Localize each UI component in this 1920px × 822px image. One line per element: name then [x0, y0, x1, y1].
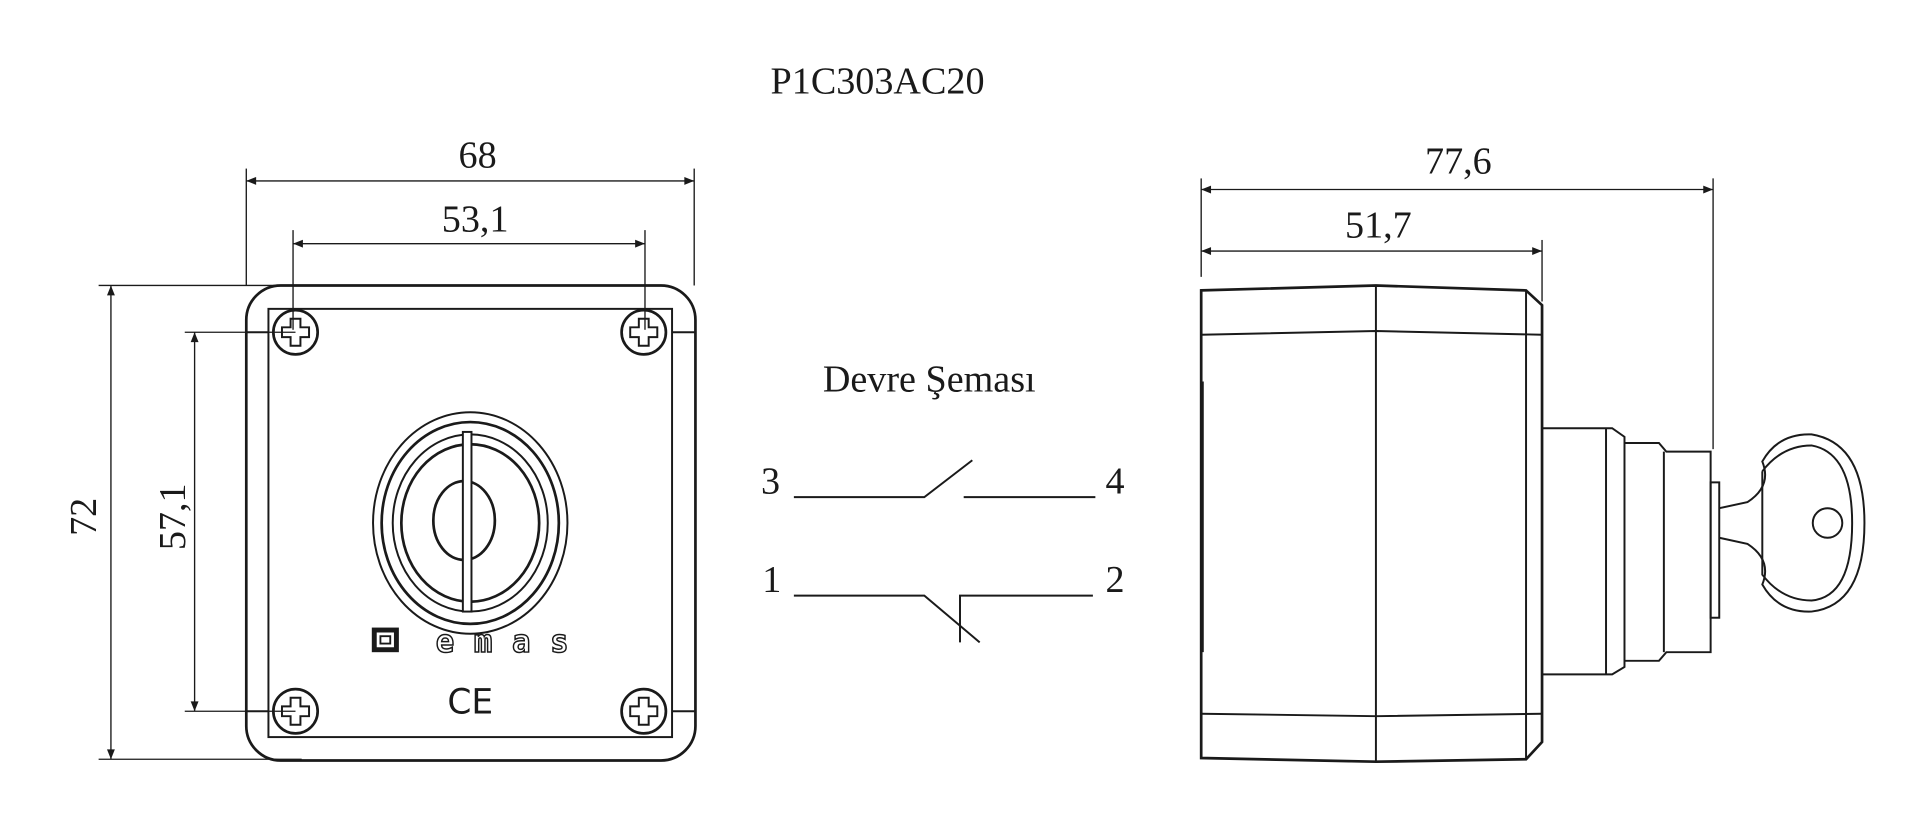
circuit-diagram: Devre Şeması 3 4 1 2: [761, 358, 1125, 644]
terminal-label: 1: [762, 559, 781, 601]
switch-bushing: [1542, 427, 1721, 676]
screw-icon: [272, 308, 320, 356]
indicator-square-icon: [371, 627, 399, 653]
dimension-width-overall: 68: [245, 134, 695, 286]
dimension-label: 68: [459, 134, 497, 176]
terminal-label: 3: [761, 460, 780, 502]
dimension-height-overall: 72: [63, 284, 302, 760]
product-code-title: P1C303AC20: [771, 61, 985, 103]
dimension-label: 57,1: [152, 483, 194, 550]
circuit-title: Devre Şeması: [823, 358, 1036, 400]
terminal-label: 2: [1106, 559, 1125, 601]
brand-logo: emas: [436, 624, 569, 660]
normally-closed-contact: [793, 594, 1093, 644]
dimension-label: 77,6: [1425, 141, 1492, 183]
ce-mark: CE: [447, 683, 493, 723]
key-switch-icon: [372, 411, 569, 635]
dimension-width-screws: 53,1: [292, 198, 646, 330]
dimension-height-screws: 57,1: [152, 331, 296, 712]
key-icon: [1719, 433, 1866, 613]
normally-open-contact: [793, 459, 1096, 499]
dimension-label: 53,1: [442, 198, 509, 240]
screw-icon: [620, 687, 668, 735]
dimension-depth-body: 51,7: [1201, 204, 1543, 302]
enclosure-outline: [244, 284, 697, 762]
screw-icon: [272, 687, 320, 735]
enclosure-panel: [267, 307, 674, 739]
screw-icon: [620, 308, 668, 356]
dimension-label: 51,7: [1345, 204, 1412, 246]
dimension-label: 72: [63, 498, 105, 536]
front-view: 68 53,1 72 57,1: [63, 134, 697, 762]
side-view: 77,6 51,7: [1199, 141, 1866, 764]
terminal-label: 4: [1106, 460, 1125, 502]
dimension-depth-overall: 77,6: [1200, 141, 1714, 450]
enclosure-side: [1199, 284, 1544, 764]
